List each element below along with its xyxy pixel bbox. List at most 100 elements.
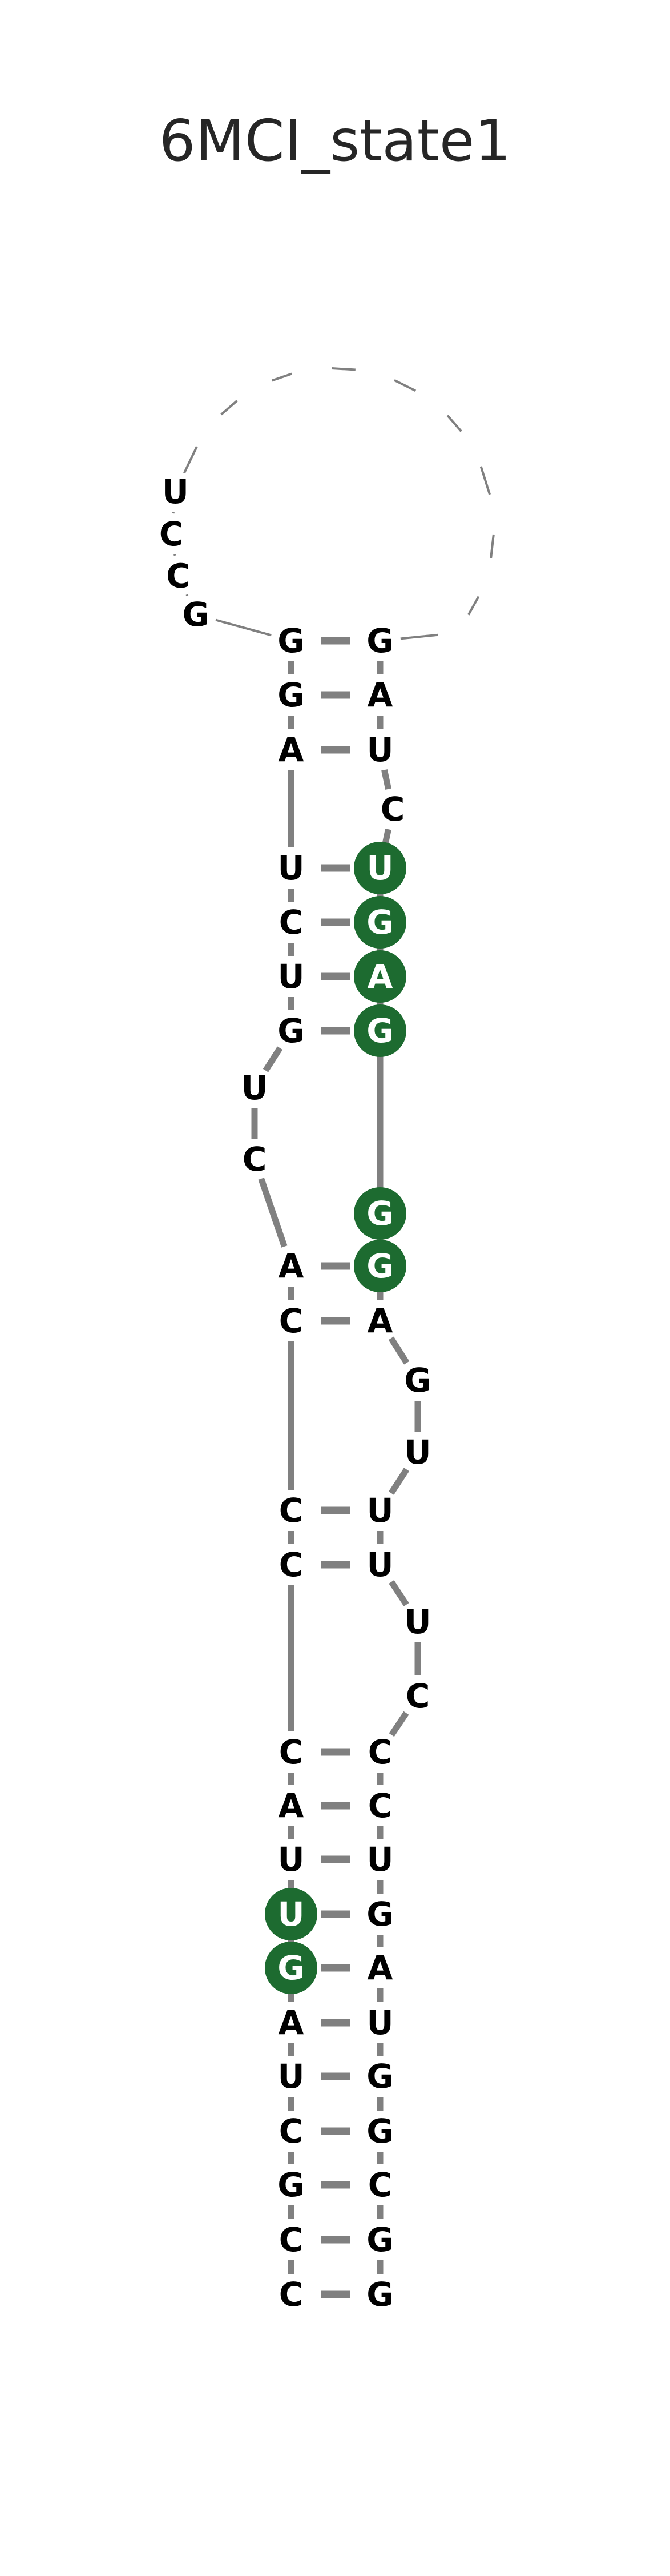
base-pair-lines	[321, 637, 350, 2298]
nucleotide: G	[354, 1240, 406, 1292]
nucleotide-letter: C	[406, 1677, 430, 1715]
nucleotide-letter: A	[279, 2003, 304, 2042]
nucleotide-letter: G	[366, 1011, 394, 1050]
nucleotide: C	[279, 1491, 304, 1530]
highlight-circle	[265, 1888, 317, 1940]
highlight-circle	[354, 896, 406, 949]
nucleotide: C	[368, 2165, 393, 2204]
nucleotide-letter: U	[366, 849, 393, 887]
backbone-segment	[258, 1178, 288, 1248]
backbone-segment	[389, 1580, 409, 1606]
nucleotide-letter: C	[368, 2165, 393, 2204]
nucleotide: U	[366, 730, 393, 769]
highlight-circle	[265, 1942, 317, 1994]
nucleotide-letter: G	[277, 621, 305, 660]
highlight-circle	[354, 1187, 406, 1240]
nucleotide: U	[162, 472, 189, 511]
nucleotide: A	[368, 1301, 393, 1340]
nucleotide: A	[279, 2003, 304, 2042]
nucleotide-letter: U	[277, 2057, 304, 2096]
nucleotide: G	[354, 1187, 406, 1240]
nucleotide: C	[406, 1677, 430, 1715]
nucleotide: G	[366, 621, 394, 660]
backbone-segment	[263, 1046, 283, 1072]
nucleotide-letter: U	[366, 1545, 393, 1584]
nucleotide-letter: U	[277, 849, 304, 887]
backbone-segment	[467, 596, 480, 616]
nucleotide: G	[354, 896, 406, 949]
nucleotide-letter: A	[368, 1948, 393, 1987]
nucleotides: CCGCUAGUUACCCCACUGUCUAGGGCCUGAUCUGAGGGAG…	[159, 472, 431, 2314]
nucleotide: A	[279, 1786, 304, 1825]
backbone-segment	[490, 534, 495, 558]
backbone-segment	[394, 379, 417, 392]
nucleotide-letter: U	[366, 1491, 393, 1530]
nucleotide-letter: C	[279, 2220, 304, 2259]
nucleotide-letter: U	[277, 1840, 304, 1879]
nucleotide: A	[354, 950, 406, 1003]
nucleotide: G	[265, 1942, 317, 1994]
backbone-segment	[220, 400, 238, 416]
nucleotide: A	[368, 1948, 393, 1987]
nucleotide: G	[277, 2165, 305, 2204]
nucleotide: G	[366, 1895, 394, 1934]
nucleotide: G	[277, 676, 305, 714]
nucleotide: C	[279, 1301, 304, 1340]
nucleotide-letter: G	[366, 2112, 394, 2151]
nucleotide-letter: U	[404, 1433, 431, 1472]
highlight-circle	[354, 842, 406, 894]
nucleotide: G	[366, 2220, 394, 2259]
nucleotide: G	[354, 1004, 406, 1057]
nucleotide-letter: C	[381, 790, 405, 829]
nucleotide: U	[277, 2057, 304, 2096]
nucleotide-letter: C	[368, 1733, 393, 1771]
nucleotide: U	[366, 1491, 393, 1530]
figure-title: 6MCI_state1	[159, 107, 511, 174]
backbone-segment	[271, 372, 292, 382]
nucleotide-letter: A	[368, 1301, 393, 1340]
nucleotide: G	[366, 2057, 394, 2096]
nucleotide: C	[381, 790, 405, 829]
nucleotide: C	[279, 2112, 304, 2151]
nucleotide: C	[368, 1786, 393, 1825]
nucleotide: C	[279, 2220, 304, 2259]
nucleotide: G	[366, 2112, 394, 2151]
nucleotide: C	[166, 556, 191, 595]
backbone-segment	[183, 446, 198, 474]
nucleotide-letter: A	[368, 957, 393, 996]
nucleotide: U	[241, 1068, 268, 1107]
nucleotide-letter: C	[279, 903, 304, 942]
nucleotide-letter: C	[166, 556, 191, 595]
nucleotide: C	[279, 1733, 304, 1771]
nucleotide: G	[366, 2275, 394, 2314]
nucleotide-letter: U	[404, 1602, 431, 1641]
nucleotide: G	[277, 1011, 305, 1050]
nucleotide-letter: U	[162, 472, 189, 511]
nucleotide: U	[277, 957, 304, 996]
backbone-segment	[388, 1336, 410, 1365]
nucleotide-letter: C	[243, 1140, 267, 1179]
nucleotide: C	[279, 2275, 304, 2314]
nucleotide-letter: C	[279, 1301, 304, 1340]
nucleotide-letter: G	[277, 2165, 305, 2204]
nucleotide-letter: C	[159, 515, 184, 553]
nucleotide-letter: G	[277, 1011, 305, 1050]
nucleotide: C	[368, 1733, 393, 1771]
nucleotide-letter: G	[366, 621, 394, 660]
nucleotide-letter: G	[366, 903, 394, 942]
nucleotide: U	[366, 1840, 393, 1879]
nucleotide: A	[279, 730, 304, 769]
nucleotide: G	[183, 595, 210, 634]
nucleotide-letter: G	[366, 1895, 394, 1934]
nucleotide: A	[368, 676, 393, 714]
nucleotide-letter: U	[241, 1068, 268, 1107]
nucleotide-letter: G	[366, 2275, 394, 2314]
nucleotide-letter: G	[277, 676, 305, 714]
nucleotide-letter: U	[366, 1840, 393, 1879]
backbone-segment	[332, 367, 356, 371]
highlight-circle	[354, 1240, 406, 1292]
nucleotide-letter: C	[279, 1733, 304, 1771]
nucleotide-letter: U	[277, 1895, 304, 1934]
